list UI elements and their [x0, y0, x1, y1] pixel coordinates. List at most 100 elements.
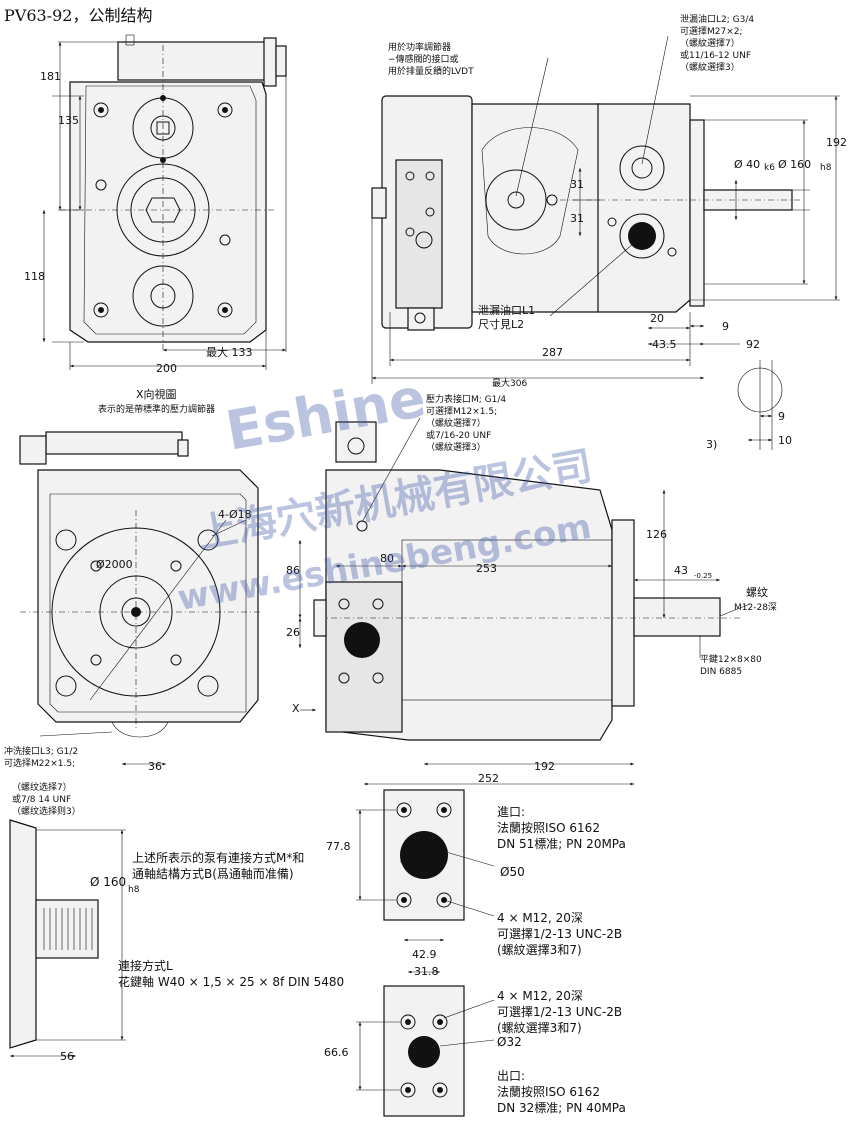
svg-text:用於排量反饋的LVDT: 用於排量反饋的LVDT	[388, 65, 474, 77]
dim-k6: k6	[764, 163, 775, 173]
svg-text:（螺紋選擇3）: （螺紋選擇3）	[426, 441, 486, 453]
dim-max-306: 最大306	[492, 377, 527, 389]
housing-outline	[69, 81, 267, 343]
dim-118: 118	[24, 270, 45, 283]
outlet-bolts-3: (螺紋選擇3和7)	[497, 1020, 582, 1035]
side-view: Ø 40 k6 Ø 160 h8 192 31 31 20 9 43.5 92 …	[371, 35, 847, 451]
dim-253: 253	[476, 562, 497, 575]
dim-9b: 9	[778, 410, 785, 423]
dim-43-5: 43.5	[652, 338, 677, 351]
svg-text:泄漏油口L1: 泄漏油口L1	[478, 303, 535, 317]
dim-77-8: 77.8	[326, 840, 351, 853]
spline-shaft	[35, 899, 99, 959]
callout-drain-bottom: 泄漏油口L1 尺寸見L2	[478, 303, 535, 331]
dim-66-6: 66.6	[324, 1046, 349, 1059]
svg-text:或7/16-20 UNF: 或7/16-20 UNF	[426, 429, 491, 441]
flange-section	[9, 819, 37, 1049]
inlet-line-2: DN 51標准; PN 20MPa	[497, 837, 626, 851]
inlet-title: 進口:	[497, 805, 525, 819]
dim-h8: h8	[820, 163, 832, 173]
dim-86: 86	[286, 564, 300, 577]
svg-text:（螺紋選擇7）: （螺紋選擇7）	[426, 417, 486, 429]
outlet-bore	[408, 1036, 440, 1068]
regulator-block	[117, 41, 267, 81]
key-spec: 平鍵12×8×80	[700, 653, 762, 665]
dim-42-9: 42.9	[412, 948, 437, 961]
callout-gauge: 壓力表接口M; G1/4 可選擇M12×1.5; （螺紋選擇7） 或7/16-2…	[426, 393, 506, 453]
dim-d2000: Ø2000	[96, 558, 133, 571]
svg-text:可選擇M12×1.5;: 可選擇M12×1.5;	[426, 405, 497, 417]
leader-drain-bottom	[549, 235, 643, 317]
mid-housing	[471, 103, 611, 313]
inlet-line-1: 法蘭按照ISO 6162	[497, 821, 600, 835]
outlet-d32: Ø32	[497, 1035, 522, 1049]
inlet-bolts-3: (螺紋選擇3和7)	[497, 942, 582, 957]
callout-drain-top: 泄漏油口L2; G3/4 可選擇M27×2; （螺紋選擇7） 或11/16-12…	[680, 13, 754, 73]
outlet-bolts-2: 可選擇1/2-13 UNC-2B	[497, 1004, 622, 1019]
svg-text:（螺紋選擇7）: （螺紋選擇7）	[680, 37, 740, 49]
mount-flange	[689, 119, 705, 307]
outlet-line-2: DN 32標准; PN 40MPa	[497, 1101, 626, 1115]
inlet-bore	[400, 831, 448, 879]
thread-spec: M12-28深	[734, 602, 777, 613]
leader-drain-top	[641, 35, 669, 165]
rear-housing	[597, 103, 691, 313]
shaft-h8: h8	[128, 885, 140, 895]
svg-text:（螺紋選擇3）: （螺紋選擇3）	[680, 61, 740, 73]
svg-text:壓力表接口M; G1/4: 壓力表接口M; G1/4	[426, 393, 506, 405]
view-x-note: 表示的是帶標準的壓力調節器	[98, 403, 215, 415]
callout-lvdt: 用於功率調節器 −傳感閥的接口或 用於排量反饋的LVDT	[388, 41, 474, 77]
front-housing	[37, 469, 259, 723]
shaft-text-m-1: 上述所表示的泵有連接方式M*和	[132, 850, 304, 865]
outlet-line-1: 法蘭按照ISO 6162	[497, 1085, 600, 1099]
svg-text:可選擇M27×2;: 可選擇M27×2;	[680, 25, 743, 37]
key-std: DIN 6885	[700, 667, 742, 677]
thread-label: 螺纹	[746, 585, 768, 599]
dim-10: 10	[778, 434, 792, 447]
regulator-knob	[275, 45, 287, 77]
note-3: 3)	[706, 438, 717, 451]
shaft-detail: 56 上述所表示的泵有連接方式M*和 通軸結構方式B(爲通軸而准備) Ø 160…	[9, 819, 344, 1063]
callout-flush: 冲洗接口L3; G1/2 可选择M22×1.5; （螺纹选择7） 或7/8 14…	[4, 745, 81, 817]
dim-92: 92	[746, 338, 760, 351]
svg-text:（螺纹选择则3）: （螺纹选择则3）	[12, 805, 81, 817]
dim-287: 287	[542, 346, 563, 359]
svg-text:（螺纹选择7）: （螺纹选择7）	[12, 781, 72, 793]
dim-200: 200	[156, 362, 177, 375]
dim-31-8: 31.8	[414, 965, 439, 978]
inlet-flange: 77.8 42.9 Ø50 進口: 法蘭按照ISO 6162 DN 51標准; …	[326, 789, 626, 961]
svg-text:可选择M22×1.5;: 可选择M22×1.5;	[4, 757, 75, 769]
dim-20: 20	[650, 312, 664, 325]
gauge-block	[335, 421, 377, 463]
outlet-title: 出口:	[497, 1069, 525, 1083]
shaft-text-m-2: 通軸結構方式B(爲通軸而准備)	[132, 866, 294, 881]
outlet-bolts-1: 4 × M12, 20深	[497, 989, 583, 1003]
inlet-d50: Ø50	[500, 865, 525, 879]
dim-max-133: 最大 133	[206, 345, 253, 359]
shaft-key	[633, 597, 721, 637]
dim-56: 56	[60, 1050, 74, 1063]
dim-d160: Ø 160	[778, 158, 811, 171]
lvdt-boss	[485, 169, 547, 231]
regulator-top	[45, 431, 183, 455]
port-plate	[325, 581, 403, 733]
dim-d40: Ø 40	[734, 158, 760, 171]
shaft-d160: Ø 160	[90, 875, 126, 889]
bolt-pattern	[93, 95, 233, 318]
dim-26: 26	[286, 626, 300, 639]
leader-lvdt	[515, 57, 549, 197]
dim-181: 181	[40, 70, 61, 83]
svg-text:冲洗接口L3; G1/2: 冲洗接口L3; G1/2	[4, 745, 78, 757]
inlet-bolts-1: 4 × M12, 20深	[497, 911, 583, 925]
dim-252: 252	[478, 772, 499, 785]
svg-text:泄漏油口L2; G3/4: 泄漏油口L2; G3/4	[680, 13, 754, 25]
shaft-text-l-1: 連接方式L	[118, 958, 173, 973]
svg-text:或7/8 14 UNF: 或7/8 14 UNF	[12, 793, 71, 805]
outlet-flange: 31.8 66.6 4 × M12, 20深 可選擇1/2-13 UNC-2B …	[324, 965, 626, 1117]
inlet-bolts-2: 可選擇1/2-13 UNC-2B	[497, 926, 622, 941]
dim-135: 135	[58, 114, 79, 127]
svg-text:或11/16-12 UNF: 或11/16-12 UNF	[680, 49, 751, 61]
dim-43: 43	[674, 564, 688, 577]
front-flange	[611, 519, 635, 707]
